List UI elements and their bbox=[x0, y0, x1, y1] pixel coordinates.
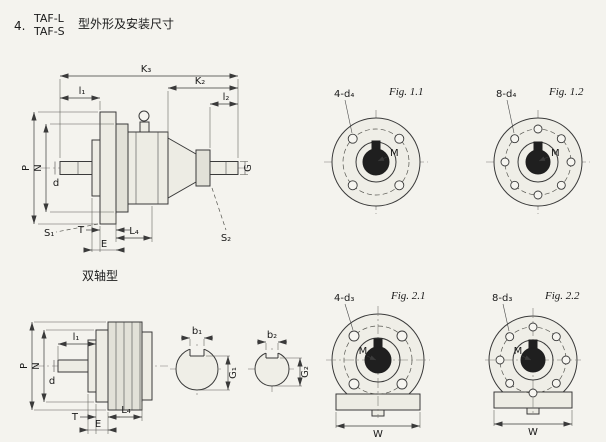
fig21-caption: Fig. 2.1 bbox=[390, 290, 426, 302]
dim-label-n: N bbox=[33, 164, 44, 171]
eyebolt-base bbox=[139, 121, 150, 133]
bottom-side-view-drawing: l₁ P N d T L₄ E bbox=[19, 321, 168, 434]
pilot-spigot bbox=[87, 339, 97, 393]
fig-2-1-flange-view: M 4-d₃ Fig. 2.1 W bbox=[326, 290, 430, 440]
dim-label-p: P bbox=[19, 363, 30, 369]
flange-plate bbox=[115, 123, 129, 213]
dim-label-l1: l₁ bbox=[73, 332, 80, 343]
cone-section bbox=[167, 137, 197, 199]
dim-label-p: P bbox=[21, 165, 32, 171]
eyebolt-icon bbox=[138, 110, 150, 122]
dim-label-t: T bbox=[71, 412, 79, 423]
fig22-bore-label: M bbox=[514, 346, 523, 357]
output-hub bbox=[195, 149, 211, 187]
shaft-bore bbox=[362, 148, 390, 176]
finned-body bbox=[107, 321, 143, 411]
shaft-section-b: b₂ G₂ bbox=[248, 330, 311, 392]
dim-label-t: T bbox=[77, 225, 85, 236]
title-model-1: TAF-L bbox=[33, 12, 65, 25]
dim-label-e: E bbox=[101, 239, 107, 250]
fig11-holes-label: 4-d₄ bbox=[334, 89, 354, 100]
dim-label-k3: K₃ bbox=[141, 64, 152, 75]
fig21-holes-label: 4-d₃ bbox=[334, 293, 354, 304]
dim-label-l4: L₄ bbox=[121, 405, 131, 416]
mounting-flange bbox=[95, 329, 109, 403]
title-text: 型外形及安装尺寸 bbox=[78, 16, 174, 31]
dim-label-l4: L₄ bbox=[129, 226, 139, 237]
dim-label-b1: b₁ bbox=[192, 326, 202, 337]
title-block: 4. TAF-L TAF-S 型外形及安装尺寸 bbox=[14, 12, 174, 38]
dim-label-g2: G₂ bbox=[300, 366, 311, 378]
fig22-caption: Fig. 2.2 bbox=[544, 290, 580, 302]
dim-label-d: d bbox=[49, 376, 55, 387]
dim-label-s1: S₁ bbox=[44, 228, 54, 239]
fig11-bore-label: M bbox=[390, 148, 399, 159]
mounting-flange bbox=[99, 111, 117, 225]
title-index: 4. bbox=[14, 19, 25, 33]
dim-label-g1: G₁ bbox=[228, 367, 239, 379]
shaft-bore bbox=[520, 347, 546, 373]
fig-1-2-flange-view: M 8-d₄ Fig. 1.2 bbox=[486, 86, 590, 214]
gear-housing bbox=[127, 131, 169, 205]
fig21-bore-label: M bbox=[359, 346, 368, 357]
dim-label-n: N bbox=[31, 362, 42, 369]
fig12-bore-label: M bbox=[551, 148, 560, 159]
dim-label-g: G bbox=[243, 164, 254, 172]
fig12-caption: Fig. 1.2 bbox=[548, 86, 584, 98]
end-cap bbox=[141, 331, 153, 401]
shaft-bore bbox=[364, 346, 392, 374]
fig-1-1-flange-view: M 4-d₄ Fig. 1.1 bbox=[324, 86, 428, 214]
fig12-holes-label: 8-d₄ bbox=[496, 89, 516, 100]
dim-label-e: E bbox=[95, 419, 101, 430]
output-shaft bbox=[209, 161, 239, 175]
shaft-section-a: b₁ G₁ bbox=[170, 326, 239, 396]
top-side-view-drawing: K₃ K₂ l₁ l₂ P N d G bbox=[21, 64, 254, 253]
fig22-holes-label: 8-d₃ bbox=[492, 293, 512, 304]
dim-label-s2: S₂ bbox=[221, 233, 231, 244]
fig11-caption: Fig. 1.1 bbox=[388, 86, 424, 98]
dim-label-b2: b₂ bbox=[267, 330, 277, 341]
pilot-spigot bbox=[91, 139, 101, 197]
dim-label-l2: l₂ bbox=[223, 92, 230, 103]
title-model-2: TAF-S bbox=[33, 25, 65, 38]
fig-2-2-flange-view: M 8-d₃ Fig. 2.2 W bbox=[485, 290, 581, 438]
shaft-bore bbox=[525, 149, 551, 175]
dim-label-d: d bbox=[53, 178, 59, 189]
dim-label-k2: K₂ bbox=[195, 76, 206, 87]
dim-label-l1: l₁ bbox=[79, 86, 86, 97]
dim-label-w: W bbox=[373, 429, 383, 440]
section-label: 双轴型 bbox=[82, 268, 118, 283]
dim-label-w: W bbox=[528, 427, 538, 438]
